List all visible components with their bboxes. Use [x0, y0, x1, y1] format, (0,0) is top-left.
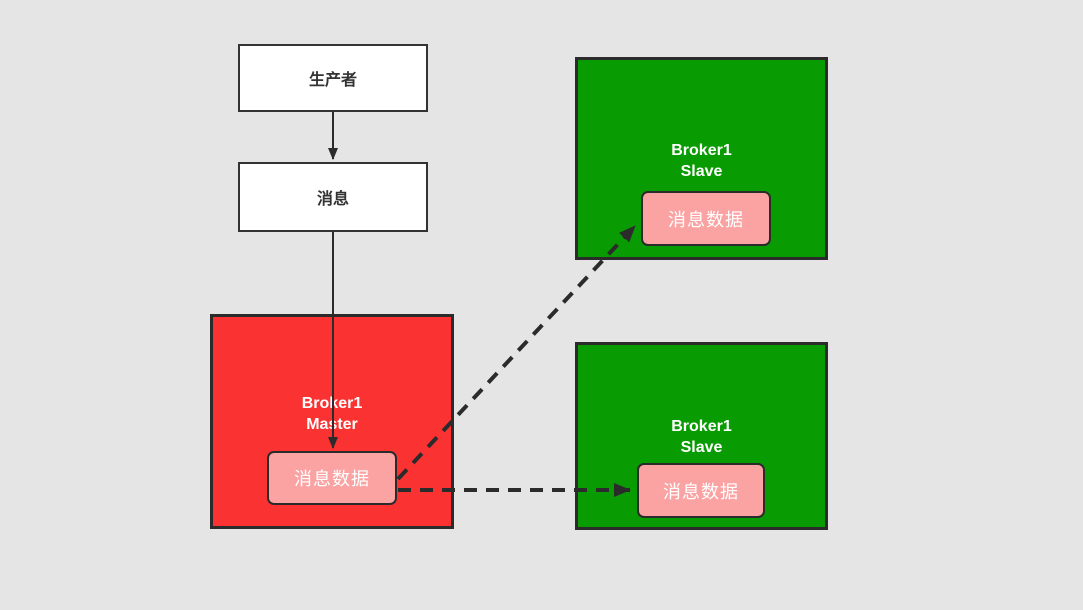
broker1-slave-bottom-title: Broker1 Slave	[671, 418, 732, 456]
producer-node: 生产者	[238, 44, 428, 112]
broker1-slave-top-node: Broker1 Slave 消息数据	[575, 57, 828, 260]
broker1-slave-bottom-data-box: 消息数据	[637, 463, 765, 518]
message-node: 消息	[238, 162, 428, 232]
broker1-master-node: Broker1 Master 消息数据	[210, 314, 454, 529]
broker1-master-title: Broker1 Master	[301, 395, 363, 433]
broker1-slave-top-data-box: 消息数据	[641, 191, 771, 246]
broker1-slave-bottom-node: Broker1 Slave 消息数据	[575, 342, 828, 530]
broker1-slave-top-title: Broker1 Slave	[671, 142, 732, 180]
broker1-master-data-box: 消息数据	[267, 451, 397, 505]
